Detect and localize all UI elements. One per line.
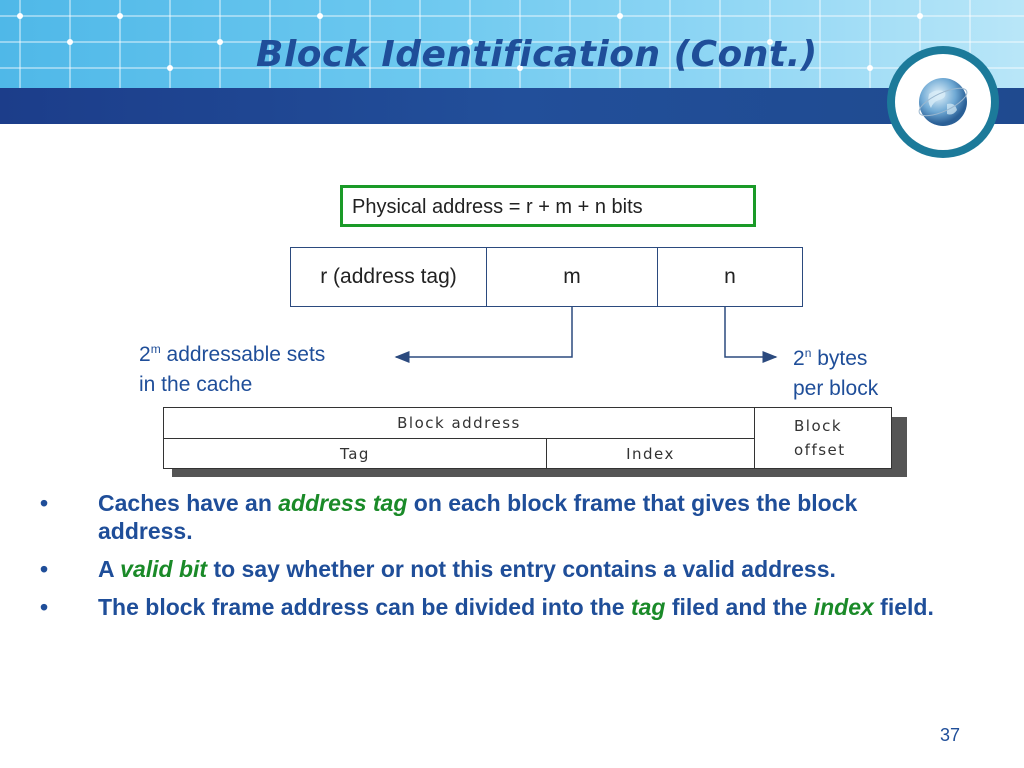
term-address-tag: address tag: [278, 490, 408, 516]
sets-base: 2: [139, 343, 151, 366]
field-n: n: [724, 265, 736, 288]
field-m: m: [487, 248, 658, 306]
bullet-item: •Caches have an address tag on each bloc…: [40, 490, 858, 544]
term-valid-bit: valid bit: [120, 556, 208, 582]
globe-icon: [918, 78, 968, 126]
physical-address-box: [340, 185, 756, 227]
bullet-item: •The block frame address can be divided …: [40, 594, 934, 620]
block-address-table: Block address Tag Index Block offset: [163, 407, 892, 469]
bullet-dot: •: [40, 490, 49, 516]
bytes-line2: per block: [793, 377, 879, 400]
arrow-to-sets: [394, 307, 573, 363]
field-address-tag: r (address tag): [291, 248, 487, 306]
sets-exponent: m: [150, 342, 161, 356]
bullet-item: •A valid bit to say whether or not this …: [40, 556, 836, 582]
term-index: index: [813, 594, 874, 620]
bytes-label: 2n bytes per block: [793, 344, 878, 404]
slide-title: Block Identification (Cont.): [256, 34, 818, 75]
arrow-to-bytes: [724, 307, 778, 363]
block-offset-line2: offset: [794, 441, 846, 459]
page-number: 37: [940, 725, 961, 745]
logo-ring: [887, 46, 999, 158]
sets-line2: in the cache: [139, 373, 253, 396]
bytes-exponent: n: [804, 346, 812, 360]
title-band: [0, 88, 1024, 124]
cell-block-offset: Block offset: [756, 408, 891, 468]
cell-block-address: Block address: [164, 408, 755, 439]
address-fields-row: r (address tag) m n: [290, 247, 803, 307]
sets-label: 2m addressable sets in the cache: [139, 340, 325, 400]
bullet-dot: •: [40, 556, 49, 582]
term-tag: tag: [630, 594, 666, 620]
cell-tag: Tag: [164, 439, 547, 468]
logo-inner: [895, 54, 991, 150]
bytes-base: 2: [793, 347, 805, 370]
sets-rest: addressable sets: [160, 343, 326, 366]
bullet-list: •Caches have an address tag on each bloc…: [40, 489, 940, 631]
bytes-rest: bytes: [811, 347, 868, 370]
physical-address-text: Physical address = r + m + n bits: [352, 196, 643, 218]
cell-index: Index: [547, 439, 755, 468]
bullet-dot: •: [40, 594, 49, 620]
block-offset-line1: Block: [794, 417, 843, 435]
